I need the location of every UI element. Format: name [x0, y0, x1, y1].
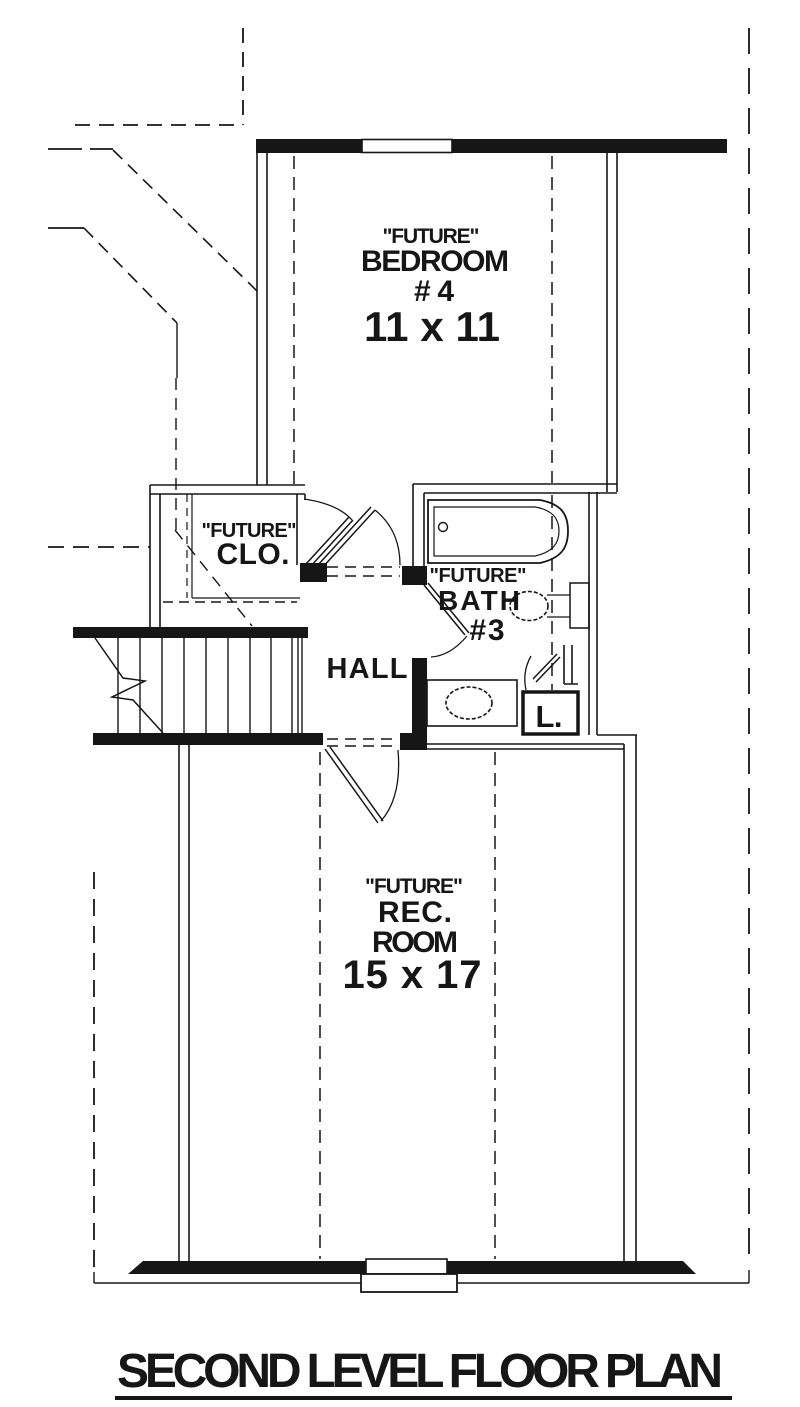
- rec-room-name2-label: ROOM: [372, 926, 458, 959]
- vanity-counter: [426, 679, 518, 727]
- rec-room-right-wall: [597, 734, 637, 1261]
- rec-room-door-leaf: [324, 746, 384, 824]
- ceiling-lines: [293, 156, 553, 1259]
- bathtub: [427, 499, 569, 564]
- linen-door-swing: [524, 655, 532, 691]
- bath-tag-label: "FUTURE": [430, 565, 527, 587]
- rec-room-opening-dashes: [327, 738, 398, 747]
- wall-chunk: [300, 563, 327, 582]
- rec-room-window: [365, 1258, 448, 1275]
- rec-room-window-bay: [360, 1273, 458, 1293]
- rec-room-tag-label: "FUTURE": [365, 875, 463, 898]
- closet-name-label: CLO.: [217, 538, 290, 571]
- toilet-bowl: [509, 590, 549, 622]
- doors: [303, 498, 561, 824]
- bath-door-swing: [430, 635, 468, 658]
- roof-hip-line: [174, 529, 253, 627]
- bath-right-wall: [588, 492, 598, 735]
- wall-chunk: [400, 733, 427, 750]
- bath-linen-divider: [563, 645, 578, 685]
- stair-upper-wall: [73, 627, 308, 638]
- stair-lower-wall: [93, 733, 323, 745]
- rec-room-door-swing: [380, 749, 400, 822]
- closet-detail: [163, 494, 300, 603]
- stair-break-symbol: [94, 637, 164, 734]
- bedroom-door-leaf: [317, 506, 376, 569]
- roof-hip-line: [83, 227, 178, 324]
- rec-room-left-wall: [178, 745, 190, 1261]
- interior-walls: [73, 153, 637, 1261]
- bathtub-outer: [427, 499, 569, 564]
- bedroom-right-wall: [606, 153, 618, 492]
- rec-room-dimensions-label: 15 x 17: [343, 953, 482, 997]
- stair-treads: [117, 638, 293, 733]
- title-underline: [115, 1396, 732, 1400]
- bedroom-name-label: BEDROOM: [361, 245, 509, 278]
- closet-opening-dashes: [327, 566, 400, 577]
- bedroom-left-wall: [256, 153, 268, 485]
- closet-right-wall: [296, 494, 306, 565]
- closet-door-swing: [303, 498, 353, 521]
- bedroom-window: [361, 138, 453, 154]
- stair-edge: [297, 638, 303, 733]
- wall-chunk: [402, 566, 427, 585]
- bathtub-drain: [437, 521, 449, 533]
- labels: "FUTURE" BEDROOM #4 11 x 11 "FUTURE" CLO…: [115, 225, 732, 1400]
- toilet-seat-lines: [547, 594, 570, 618]
- bathroom-fixtures: [426, 499, 590, 736]
- rec-room-top-wall: [427, 743, 624, 750]
- bath-left-wall: [412, 484, 425, 566]
- closet-door-leaf: [305, 516, 354, 568]
- linen-door-leaf: [532, 653, 561, 683]
- bath-name-label: BATH: [438, 585, 520, 616]
- top-exterior-wall: [256, 139, 727, 153]
- closet-tag-label: "FUTURE": [202, 520, 297, 542]
- vanity-sink: [426, 679, 518, 727]
- bedroom-door-swing: [374, 509, 401, 566]
- linen-closet-box: [521, 690, 580, 736]
- sink-basin: [445, 686, 493, 720]
- rec-room-name1-label: REC.: [378, 896, 452, 929]
- closet-left-wall: [149, 485, 161, 627]
- bath-top-wall: [413, 483, 617, 494]
- hall-right-wall: [412, 658, 427, 737]
- bath-door-leaf: [423, 582, 470, 636]
- linen-label: L.: [536, 699, 563, 734]
- toilet-tank: [569, 582, 590, 629]
- bedroom-tag-label: "FUTURE": [383, 225, 480, 248]
- exterior-walls: [128, 138, 727, 1293]
- bathtub-inner: [433, 506, 560, 557]
- toilet: [509, 582, 590, 629]
- bath-number-label: #3: [470, 614, 505, 647]
- hall-label: HALL: [327, 653, 408, 685]
- closet-top-wall: [150, 484, 305, 495]
- stairs: [94, 637, 303, 734]
- bedroom-dimensions-label: 11 x 11: [364, 303, 500, 350]
- roof-hip-line: [112, 149, 258, 292]
- plan-title: SECOND LEVEL FLOOR PLAN: [117, 1345, 723, 1398]
- closet-inner-line: [191, 494, 300, 599]
